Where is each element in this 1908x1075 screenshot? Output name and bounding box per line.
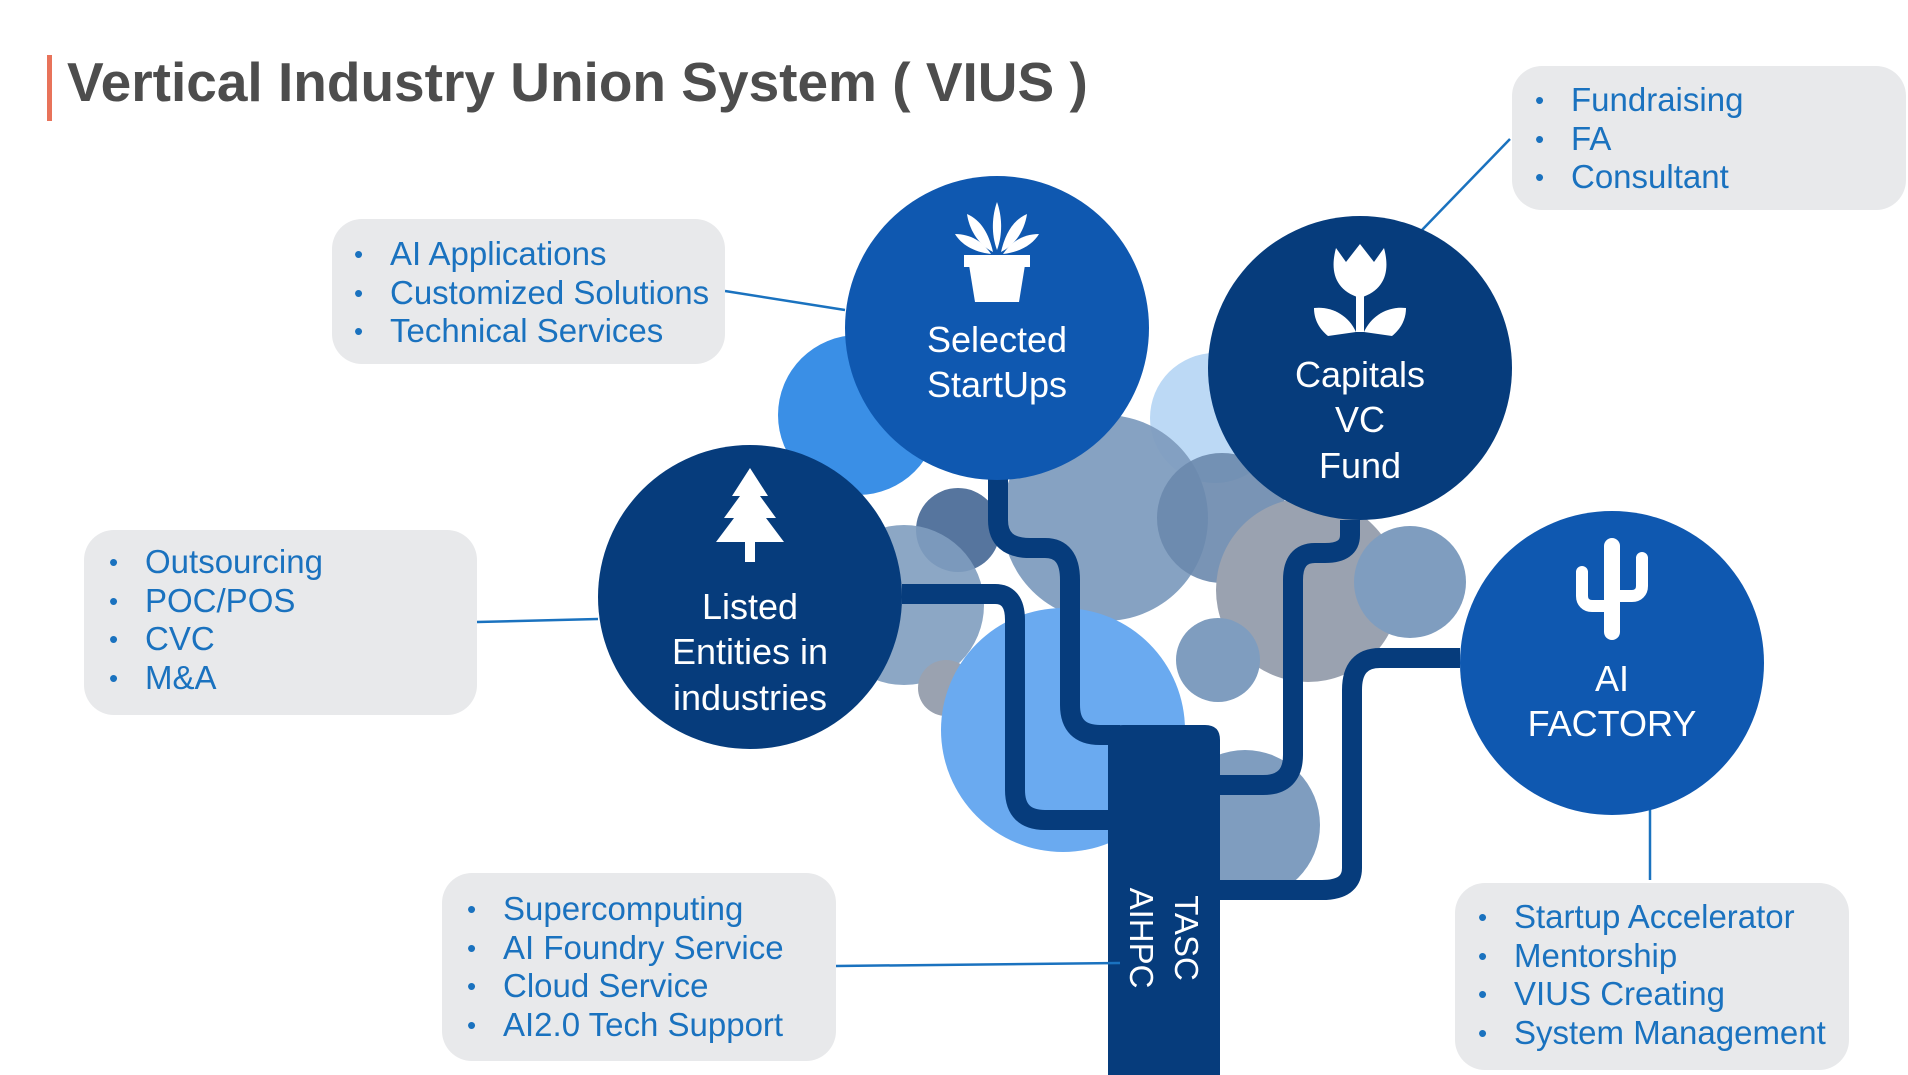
bubble [1354, 526, 1466, 638]
trunk [1108, 725, 1220, 1075]
node-label-line-2: FACTORY [1528, 703, 1697, 744]
list-item: •Outsourcing [109, 543, 323, 580]
connector-capitals [1421, 138, 1511, 231]
node-label-line-1: Listed [702, 586, 798, 627]
list-item: •Fundraising [1535, 81, 1744, 118]
list-item: •AI2.0 Tech Support [467, 1005, 784, 1043]
trunk-label-line-2: AIHPC [1123, 888, 1160, 989]
branch-startups [988, 475, 1120, 745]
node-circle [1208, 216, 1512, 520]
node-circle [598, 445, 902, 749]
card-aihpc-services: •Supercomputing •AI Foundry Service •Clo… [442, 873, 836, 1061]
tulip-icon [1314, 244, 1406, 336]
node-label-line-3: industries [673, 677, 827, 718]
node-label-line-2: VC [1335, 399, 1385, 440]
branch-factory [1215, 648, 1460, 900]
node-circle [1460, 511, 1764, 815]
node-capitals-vc-fund: Capitals VC Fund [1208, 216, 1512, 520]
node-label-line-2: Entities in [672, 631, 828, 672]
list-item: •Technical Services [354, 312, 664, 349]
branch-pipes [902, 475, 1460, 900]
node-selected-startups: Selected StartUps [845, 176, 1149, 480]
node-label-line-1: AI [1595, 658, 1629, 699]
trunk-label: TASC AIHPC [1123, 888, 1205, 989]
list-item: •Supercomputing [467, 890, 744, 927]
list-item: •POC/POS [109, 581, 296, 619]
node-ai-factory: AI FACTORY [1460, 511, 1764, 815]
trunk-label-line-1: TASC [1168, 895, 1205, 981]
list-item: •System Management [1478, 1013, 1826, 1051]
list-item: •CVC [109, 620, 215, 657]
list-item: •Startup Accelerator [1478, 898, 1795, 935]
node-label-line-1: Selected [927, 319, 1067, 360]
pine-tree-icon [716, 468, 784, 562]
list-item: •Cloud Service [467, 967, 709, 1004]
node-listed-entities: Listed Entities in industries [598, 445, 902, 749]
list-item: •Mentorship [1478, 936, 1678, 974]
node-circle [845, 176, 1149, 480]
cactus-icon [1576, 538, 1648, 640]
list-item: •VIUS Creating [1478, 975, 1725, 1012]
branch-capitals [1215, 520, 1360, 795]
list-item: •FA [1535, 119, 1612, 157]
connector-aihpc [835, 961, 1121, 968]
title-accent-bar [47, 55, 52, 121]
connector-startups [724, 289, 846, 312]
connector-listed [476, 617, 599, 624]
list-item: •Customized Solutions [354, 273, 710, 311]
card-factory-services: •Startup Accelerator •Mentorship •VIUS C… [1455, 883, 1849, 1070]
card-capitals-services: •Fundraising •FA •Consultant [1512, 66, 1906, 210]
bubble [1176, 618, 1260, 702]
card-listed-services: •Outsourcing •POC/POS •CVC •M&A [84, 530, 477, 715]
branch-listed [902, 584, 1120, 830]
potted-plant-icon [955, 202, 1039, 302]
node-label-line-2: StartUps [927, 364, 1067, 405]
node-label-line-1: Capitals [1295, 354, 1425, 395]
list-item: •M&A [109, 658, 217, 696]
list-item: •AI Applications [354, 235, 607, 272]
card-startups-services: •AI Applications •Customized Solutions •… [332, 219, 725, 364]
page-title: Vertical Industry Union System ( VIUS ) [67, 51, 1088, 113]
connector-lines [476, 138, 1652, 968]
list-item: •Consultant [1535, 158, 1729, 195]
list-item: •AI Foundry Service [467, 928, 784, 966]
node-label-line-3: Fund [1319, 445, 1401, 486]
